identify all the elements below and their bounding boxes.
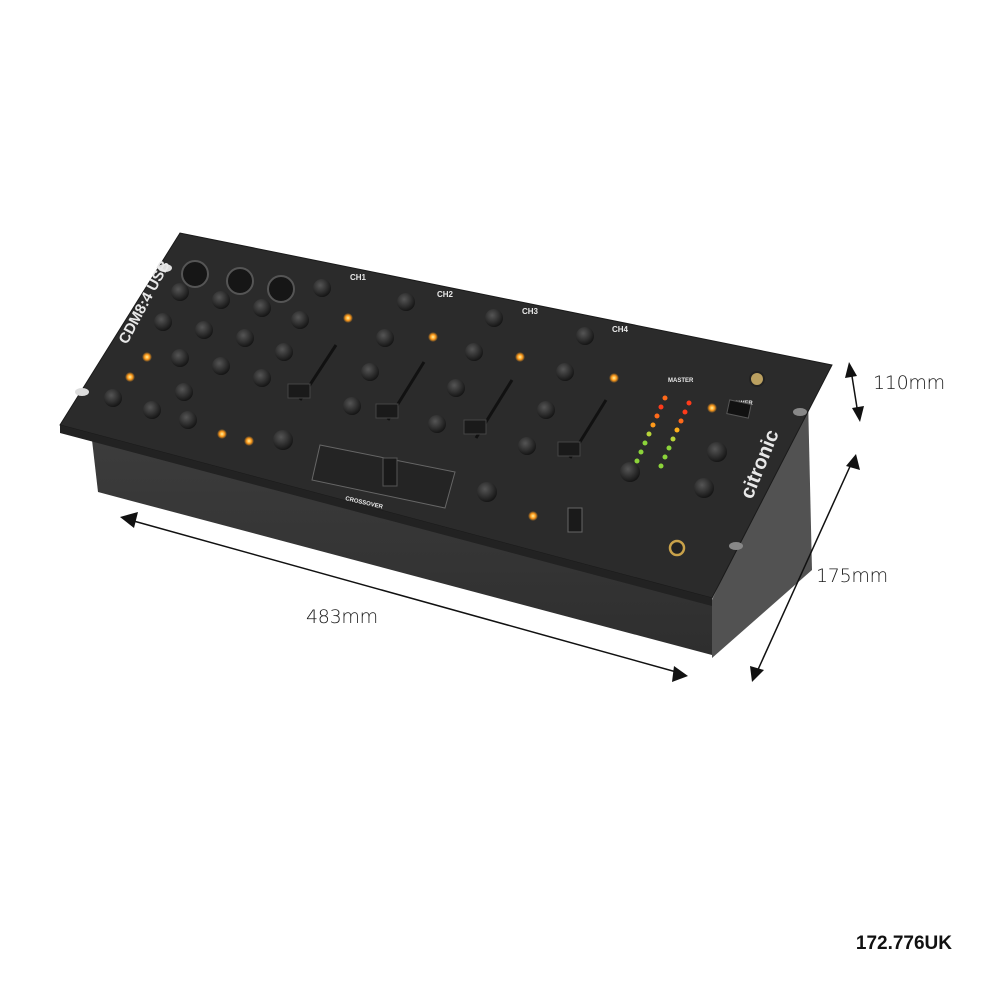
height-dimension-label: 110mm bbox=[873, 372, 945, 394]
channel-faders[interactable] bbox=[287, 344, 608, 459]
ch1-label: CH1 bbox=[350, 273, 367, 282]
product-sku: 172.776UK bbox=[855, 933, 952, 954]
ch3-label: CH3 bbox=[522, 307, 539, 316]
mixer-chassis bbox=[92, 398, 812, 658]
ch4-label: CH4 bbox=[612, 325, 629, 334]
width-dimension-label: 483mm bbox=[306, 606, 378, 628]
status-leds bbox=[125, 313, 717, 521]
depth-dimension-arrow bbox=[750, 454, 860, 682]
vu-meter bbox=[634, 395, 692, 469]
crossfader[interactable] bbox=[311, 444, 456, 509]
xlr-jacks bbox=[181, 260, 295, 303]
cue-mix-fader[interactable] bbox=[567, 507, 583, 533]
depth-dimension-label: 175mm bbox=[816, 565, 888, 587]
headphone-jack[interactable] bbox=[668, 539, 686, 557]
lamp-socket[interactable] bbox=[749, 371, 765, 387]
height-dimension-arrow bbox=[845, 362, 864, 422]
ch2-label: CH2 bbox=[437, 290, 454, 299]
master-label: MASTER bbox=[668, 378, 694, 384]
eq-knobs[interactable] bbox=[104, 279, 727, 502]
power-switch[interactable] bbox=[726, 399, 752, 419]
width-dimension-arrow bbox=[120, 512, 688, 682]
